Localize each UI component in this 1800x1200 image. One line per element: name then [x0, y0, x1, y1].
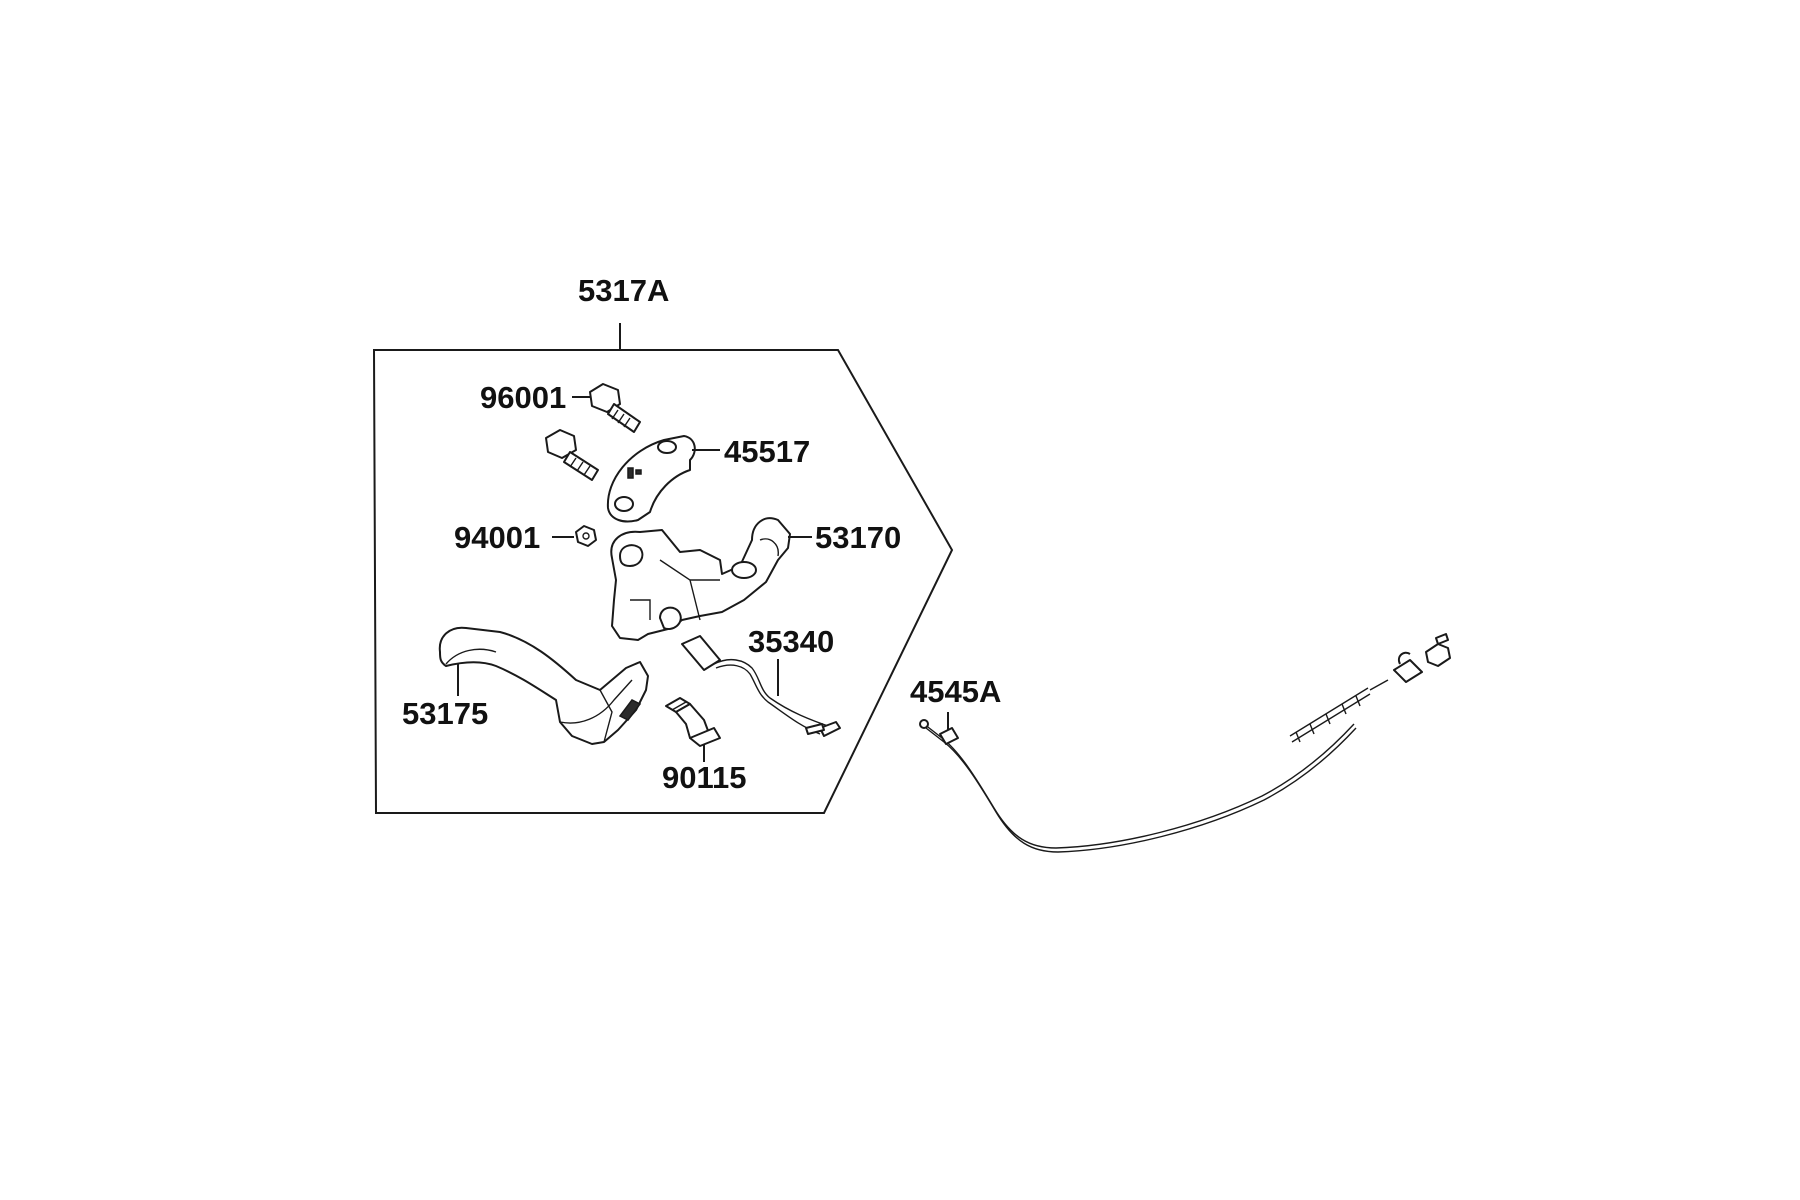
clamp-45517: [606, 435, 696, 523]
label-35340: 35340: [748, 624, 834, 659]
label-96001: 96001: [480, 380, 566, 415]
nut-94001: [575, 525, 597, 547]
label-53170: 53170: [815, 520, 901, 555]
lever-53175: [438, 626, 649, 745]
bolt-second: [545, 429, 599, 481]
bracket-53170: [610, 517, 791, 641]
pivot-bolt-90115: [665, 697, 721, 747]
switch-35340: [681, 635, 841, 737]
label-53175: 53175: [402, 696, 488, 731]
label-45517: 45517: [724, 434, 810, 469]
label-4545a: 4545A: [910, 674, 1001, 709]
label-90115: 90115: [662, 760, 747, 795]
cable-adjuster: [1393, 633, 1451, 683]
assembly-frame: [372, 349, 954, 814]
label-5317a: 5317A: [578, 273, 669, 308]
cable-4545a: [919, 679, 1389, 853]
bolt-96001: [572, 383, 641, 433]
label-94001: 94001: [454, 520, 540, 555]
